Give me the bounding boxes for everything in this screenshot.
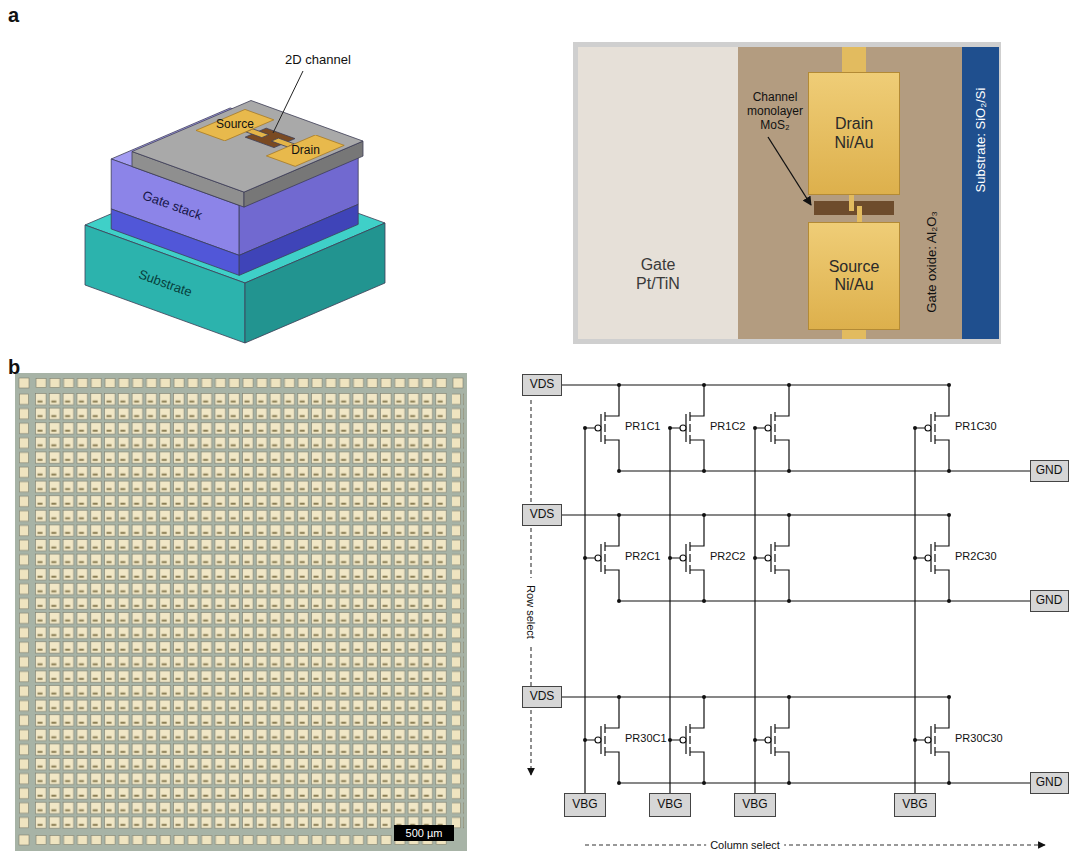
terminal-box: VBG [564, 793, 606, 817]
callout-label: Channel monolayer MoS₂ [742, 91, 808, 132]
terminal-box: GND [1030, 772, 1069, 794]
source-pad: Source Ni/Au [808, 222, 900, 330]
transistor-array-part [583, 513, 621, 603]
device-illustration-part [132, 101, 363, 193]
node-label: VBG [572, 798, 597, 812]
transistor-label: PR30C30 [955, 732, 1003, 745]
transistor-label: PR2C30 [955, 550, 997, 563]
node-label: VDS [530, 690, 555, 704]
array-micrograph-part [34, 377, 448, 389]
array-micrograph-part [19, 378, 29, 388]
panel-letter: a [8, 4, 19, 27]
device-micrograph-part [842, 329, 866, 339]
node-label: GND [1036, 594, 1063, 608]
axis-label: Column select [706, 839, 784, 852]
terminal-box: VBG [894, 793, 936, 817]
array-micrograph-part [34, 392, 448, 830]
transistor-array-part [753, 695, 791, 785]
select-arrows [531, 400, 1045, 845]
array-micrograph-part [18, 392, 30, 830]
terminal-box: VBG [734, 793, 776, 817]
device-micrograph-part [842, 47, 866, 73]
node-label: VDS [530, 508, 555, 522]
transistor-label: PR2C1 [625, 550, 660, 563]
transistor-array-part [913, 383, 951, 473]
terminal-box: VDS [522, 374, 562, 396]
drain-pad: Drain Ni/Au [808, 72, 900, 195]
device-micrograph-part [857, 206, 862, 223]
transistor-label: PR1C2 [710, 420, 745, 433]
layer-label: Substrate: SiO₂/Si [974, 88, 989, 193]
transistor-array-part [668, 513, 706, 603]
array-wiring-part [585, 428, 915, 793]
device-illustration-part [239, 204, 358, 275]
panel-letter: b [8, 356, 20, 379]
node-label: GND [1036, 464, 1063, 478]
device-micrograph-part [849, 194, 854, 211]
select-arrows-part [530, 710, 531, 775]
device-micrograph-part [573, 42, 1001, 344]
array-micrograph-part [452, 392, 464, 830]
transistor-array-part [583, 383, 621, 473]
layer-label: Gate oxide: Al₂O₃ [925, 211, 940, 312]
callout-label: 2D channel [285, 53, 351, 68]
array-micrograph-part [453, 378, 463, 388]
transistor-label: PR1C1 [625, 420, 660, 433]
node-label: Source [216, 118, 254, 132]
transistor-array-part [913, 513, 951, 603]
transistor-array-part [753, 513, 791, 603]
node-label: Drain Ni/Au [821, 115, 887, 152]
device-illustration-part [111, 209, 239, 275]
axis-label: Row select [525, 585, 538, 639]
transistor-array-part [583, 695, 621, 785]
leader-line [273, 71, 303, 133]
device-illustration [85, 101, 385, 344]
transistor-label: PR1C30 [955, 420, 997, 433]
node-label: VBG [742, 798, 767, 812]
transistor-array-part [668, 383, 706, 473]
array-micrograph-part [34, 834, 448, 846]
terminal-box: GND [1030, 460, 1069, 482]
array-wiring-part [619, 471, 1030, 783]
drain-pad: Drain [266, 135, 345, 167]
select-arrows-part [782, 844, 1045, 845]
device-micrograph-part [962, 47, 999, 339]
transistor-array [583, 383, 951, 785]
gate-region: Gate Pt/TiN [578, 47, 738, 339]
terminal-box: VBG [649, 793, 691, 817]
node-label: VDS [530, 378, 555, 392]
array-wiring [562, 385, 1030, 793]
transistor-label: PR30C1 [625, 732, 667, 745]
pad-shape [266, 135, 344, 166]
node-label: VBG [657, 798, 682, 812]
transistor-array-part [668, 695, 706, 785]
array-micrograph [15, 373, 467, 851]
device-micrograph [573, 42, 1001, 344]
transistor-label: PR2C2 [710, 550, 745, 563]
callout-arrow [768, 137, 811, 205]
source-pad: Source [196, 109, 274, 141]
pad-shape [196, 109, 274, 140]
node-label: VBG [902, 798, 927, 812]
device-micrograph-part [738, 47, 962, 339]
node-label: GND [1036, 776, 1063, 790]
transistor-array-part [753, 383, 791, 473]
terminal-box: GND [1030, 590, 1069, 612]
terminal-box: VDS [522, 504, 562, 526]
scale-label: 500 µm [406, 827, 443, 840]
node-label: Source Ni/Au [821, 258, 887, 295]
node-label: Drain [291, 144, 320, 158]
select-arrows-part [585, 844, 708, 845]
node-label: Gate Pt/TiN [623, 256, 693, 293]
transistor-array-part [913, 695, 951, 785]
array-micrograph-part [15, 373, 467, 851]
array-micrograph-part [19, 835, 29, 845]
terminal-box: VDS [522, 686, 562, 708]
select-arrows-part [530, 400, 531, 688]
scale-bar [394, 825, 454, 841]
